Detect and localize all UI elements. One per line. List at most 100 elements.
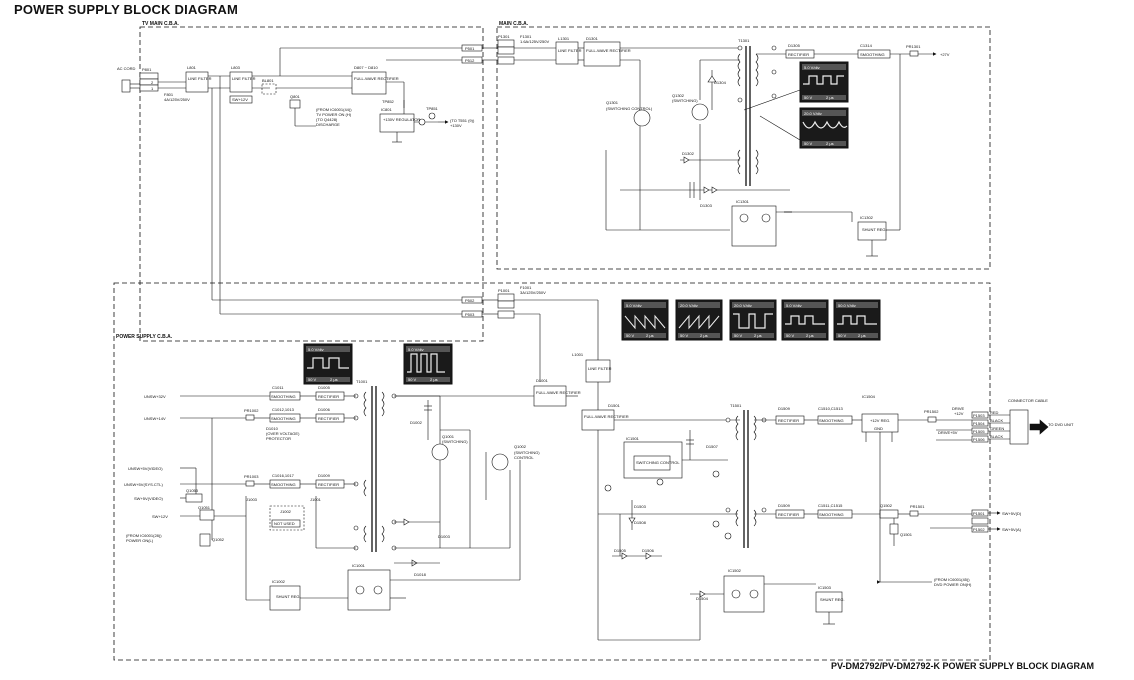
- scope-main-a-t1: 50 V: [804, 95, 813, 100]
- tv-main-section: [121, 44, 498, 318]
- scope-main-a-t2: 2 μs: [826, 95, 834, 100]
- power-section: [180, 293, 1049, 641]
- out27-label: +27V: [940, 52, 950, 57]
- page-title: POWER SUPPLY BLOCK DIAGRAM: [14, 2, 239, 17]
- q1302-note: (SWITCHING): [672, 98, 698, 103]
- q1001-label: Q1001: [442, 434, 455, 439]
- p801-pin1: 1: [151, 86, 154, 91]
- pin-p1505: P1505: [973, 429, 985, 434]
- d1006-label: D1006: [318, 407, 331, 412]
- q1502-label: Q1502: [880, 503, 893, 508]
- ic1504-label: IC1504: [862, 394, 876, 399]
- rail-unsw14: UNSW+14V: [144, 416, 166, 421]
- scope-ps-a-vdiv: 5.0 V/div: [308, 347, 324, 352]
- d1509b-label: D1509: [778, 503, 791, 508]
- p801-pin2: 2: [151, 80, 154, 85]
- tp852-label: TP852: [382, 99, 395, 104]
- tv-pin-p503: P503: [465, 312, 475, 317]
- d1009-box-label: RECTIFIER: [318, 482, 339, 487]
- d1305-label: D1305: [788, 43, 801, 48]
- tp851-note1: (TO T551 (9)): [450, 118, 475, 123]
- rail-unsw5-sys: UNSW+5V(SYS.CTL): [124, 482, 163, 487]
- scope-ps-a-t2: 2 μs: [330, 377, 338, 382]
- fwr-box-label: FULL-WAVE RECTIFIER: [354, 76, 399, 81]
- scope-row-1-vdiv: 5.0 V/div: [626, 303, 642, 308]
- ic1002-box-label: SHUNT REG.: [276, 594, 301, 599]
- drive-label: DRIVE: [952, 406, 965, 411]
- d1303-label: D1303: [700, 203, 713, 208]
- f801-label: F801: [164, 92, 174, 97]
- scope-row-1-t1: 50 V: [626, 333, 635, 338]
- q801-note4: DISCHARGE: [316, 122, 340, 127]
- ic1501-box-label: SWITCHING CONTROL: [636, 460, 680, 465]
- q1052-note2: POWER ON(L): [126, 538, 154, 543]
- scope-row-4-vdiv: 5.0 V/div: [786, 303, 802, 308]
- pr1502-label: PR1502: [924, 409, 939, 414]
- d1001-box-label: FULL-WAVE RECTIFIER: [536, 390, 581, 395]
- d1002-label: D1002: [410, 420, 423, 425]
- c1016-label: C1016,1017: [272, 473, 295, 478]
- d1005-box-label: RECTIFIER: [318, 394, 339, 399]
- l1301-label: L1301: [558, 36, 570, 41]
- c1012-label: C1012,1013: [272, 407, 295, 412]
- c1314-label: C1314: [860, 43, 873, 48]
- c1511-label: C1511,C1515: [818, 503, 843, 508]
- rail-unsw32: UNSW+32V: [144, 394, 166, 399]
- scope-row-5-vdiv: 50.0 V/div: [838, 303, 856, 308]
- scope-row-3-t2: 2 μs: [754, 333, 762, 338]
- scope-main-b-t1: 50 V: [804, 141, 813, 146]
- ic1302-box-label: SHUNT REG.: [862, 227, 887, 232]
- ic1002-label: IC1002: [272, 579, 286, 584]
- d1501-label: D1501: [608, 403, 621, 408]
- main-section: [497, 39, 937, 257]
- q1052-note1: (FROM IC6001(28)): [126, 533, 162, 538]
- scope-ps-b: 5.0 V/div 50 V 2 μs: [403, 343, 453, 385]
- q1052-label: Q1052: [212, 537, 225, 542]
- p1001-label: P1001: [498, 288, 510, 293]
- d1501-box-label: FULL-WAVE RECTIFIER: [584, 414, 629, 419]
- tv-pin-p502: P502: [465, 298, 475, 303]
- scope-row-5-t1: 50 V: [838, 333, 847, 338]
- f801-rating: 4A/125V/250V: [164, 97, 190, 102]
- d1301-label: D1301: [586, 36, 599, 41]
- tp851-note2: +130V: [450, 123, 462, 128]
- ic1504-gnd: GND: [874, 426, 883, 431]
- l1001-label: L1001: [572, 352, 584, 357]
- c1511-box-label: SMOOTHING: [819, 512, 844, 517]
- sw12v-box-label: SW+12V: [232, 97, 248, 102]
- q801-note3: (TO Q4428): [316, 117, 338, 122]
- q801-note2: TV POWER ON (H): [316, 112, 352, 117]
- ic1501-label: IC1501: [626, 436, 640, 441]
- pin-color-black2: BLACK: [990, 434, 1003, 439]
- c1011-box-label: SMOOTHING: [271, 394, 296, 399]
- c1011-label: C1011: [272, 385, 284, 390]
- d1504-label: D1504: [696, 596, 709, 601]
- c1314-box-label: SMOOTHING: [860, 52, 885, 57]
- q1001-note: (SWITCHING): [442, 439, 468, 444]
- pin-p1506: P1506: [973, 437, 985, 442]
- q1053-label: Q1053: [186, 488, 199, 493]
- d1302-label: D1302: [682, 151, 695, 156]
- d1508-label: D1508: [634, 520, 647, 525]
- pin-p1504: P1504: [973, 421, 985, 426]
- pr1301-label: PR1301: [906, 44, 921, 49]
- rail-sw5-video: SW+5V(VIDEO): [134, 496, 163, 501]
- scope-row-2-t2: 2 μs: [700, 333, 708, 338]
- d1509-label: D1509: [778, 406, 791, 411]
- q1002-note1: (SWITCHING): [514, 450, 540, 455]
- q1051-label: Q1051: [198, 505, 211, 510]
- q801-note1: (FROM IC6001(44)): [316, 107, 352, 112]
- d1010-note2: PROTECTOR: [266, 436, 291, 441]
- d1507-label: D1507: [706, 444, 719, 449]
- scope-row-3-vdiv: 20.0 V/div: [734, 303, 752, 308]
- board-label-power: POWER SUPPLY C.B.A.: [116, 334, 173, 340]
- j1002-label: J1002: [280, 509, 292, 514]
- d1006-box-label: RECTIFIER: [318, 416, 339, 421]
- scope-main-b-t2: 2 μs: [826, 141, 834, 146]
- scope-row-2-vdiv: 20.0 V/div: [680, 303, 698, 308]
- pin-p1502: P1502: [973, 527, 985, 532]
- p1301-label: P1301: [498, 34, 510, 39]
- q1301-label: Q1301: [606, 100, 619, 105]
- scope-main-b-vdiv: 20.0 V/div: [804, 111, 822, 116]
